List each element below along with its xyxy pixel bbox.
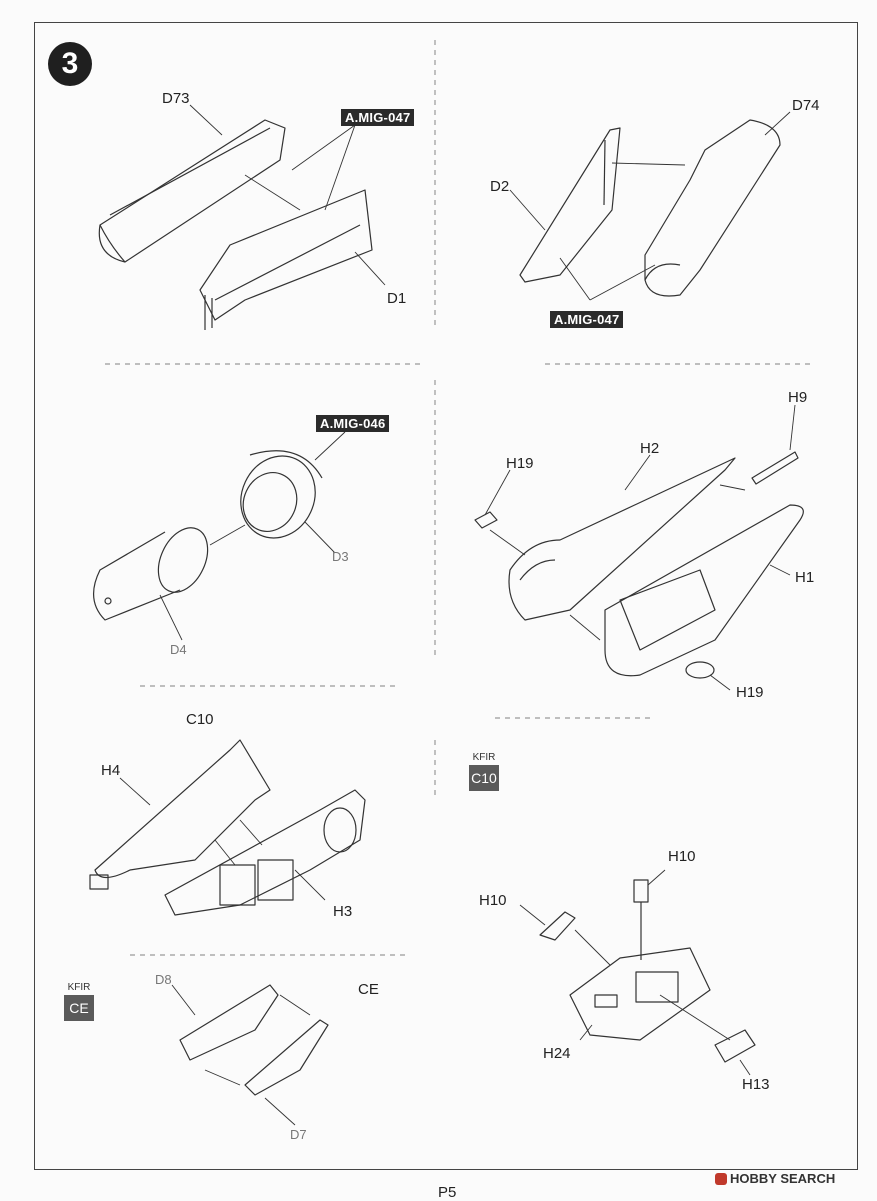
part-h4-shape — [89, 739, 271, 890]
part-label-d1: D1 — [387, 290, 407, 307]
part-label-d7: D7 — [290, 1127, 307, 1142]
variant-badge-kfir-ce: KFIR CE — [64, 982, 94, 1021]
leader-lines-middle-right — [484, 404, 796, 691]
part-label-h10-right: H10 — [668, 848, 696, 865]
leader-lines-middle-left — [159, 431, 346, 641]
part-d3-shape — [240, 450, 323, 539]
part-h9-shape — [751, 451, 799, 485]
part-h10-right-shape — [633, 879, 649, 960]
watermark-text: HOBBY SEARCH — [730, 1171, 836, 1186]
part-label-h1: H1 — [795, 569, 815, 586]
part-label-h3: H3 — [333, 903, 353, 920]
part-d1-shape — [199, 189, 373, 330]
paint-code-mig047-top: A.MIG-047 — [341, 109, 415, 126]
variant-code: CE — [64, 995, 94, 1021]
leader-lines-top-left — [189, 104, 386, 286]
part-h24-shape — [569, 947, 711, 1041]
variant-name: KFIR — [472, 752, 496, 763]
instruction-frame — [34, 22, 858, 1170]
leader-lines-lower-right — [519, 869, 751, 1076]
paint-code-mig046: A.MIG-046 — [316, 415, 390, 432]
part-d2-shape — [519, 127, 621, 283]
variant-code: C10 — [469, 765, 499, 791]
hobby-search-logo-icon — [715, 1172, 727, 1185]
leader-lines-lower-left — [119, 777, 326, 901]
part-label-h9: H9 — [788, 389, 808, 406]
part-d74-shape — [644, 119, 781, 297]
part-label-d74: D74 — [792, 97, 820, 114]
variant-badge-kfir-c10: KFIR C10 — [469, 752, 499, 791]
part-label-h19-top: H19 — [506, 455, 534, 472]
part-d7-shape — [244, 1019, 329, 1096]
page-number: P5 — [438, 1184, 457, 1201]
paint-code-mig047-right: A.MIG-047 — [550, 311, 624, 328]
part-label-d2: D2 — [490, 178, 510, 195]
section-dividers — [105, 40, 815, 956]
part-h19-top-shape — [474, 511, 498, 529]
part-h2-shape — [508, 457, 736, 621]
leader-lines-bottom-left — [171, 984, 311, 1126]
part-label-d8: D8 — [155, 972, 172, 987]
part-label-h10-left: H10 — [479, 892, 507, 909]
part-d4-shape — [93, 527, 209, 621]
part-label-d4: D4 — [170, 642, 187, 657]
part-label-h2: H2 — [640, 440, 660, 457]
part-h13-shape — [714, 1029, 756, 1063]
part-label-h13: H13 — [742, 1076, 770, 1093]
part-h1-shape — [604, 504, 804, 677]
part-label-d3: D3 — [332, 549, 349, 564]
part-h3-shape — [164, 789, 366, 916]
part-d8-shape — [179, 984, 279, 1061]
leader-lines-top-right — [509, 111, 791, 301]
part-label-h19-bottom: H19 — [736, 684, 764, 701]
version-label-c10: C10 — [186, 711, 214, 728]
watermark: HOBBY SEARCH — [715, 1171, 835, 1186]
version-label-ce: CE — [358, 981, 379, 998]
part-h10-left-shape — [539, 911, 576, 941]
variant-name: KFIR — [67, 982, 91, 993]
part-d73-shape — [98, 119, 286, 263]
part-label-h4: H4 — [101, 762, 121, 779]
part-label-h24: H24 — [543, 1045, 571, 1062]
part-label-d73: D73 — [162, 90, 190, 107]
step-number-badge: 3 — [48, 42, 92, 86]
part-h19-bottom-shape — [685, 661, 715, 679]
